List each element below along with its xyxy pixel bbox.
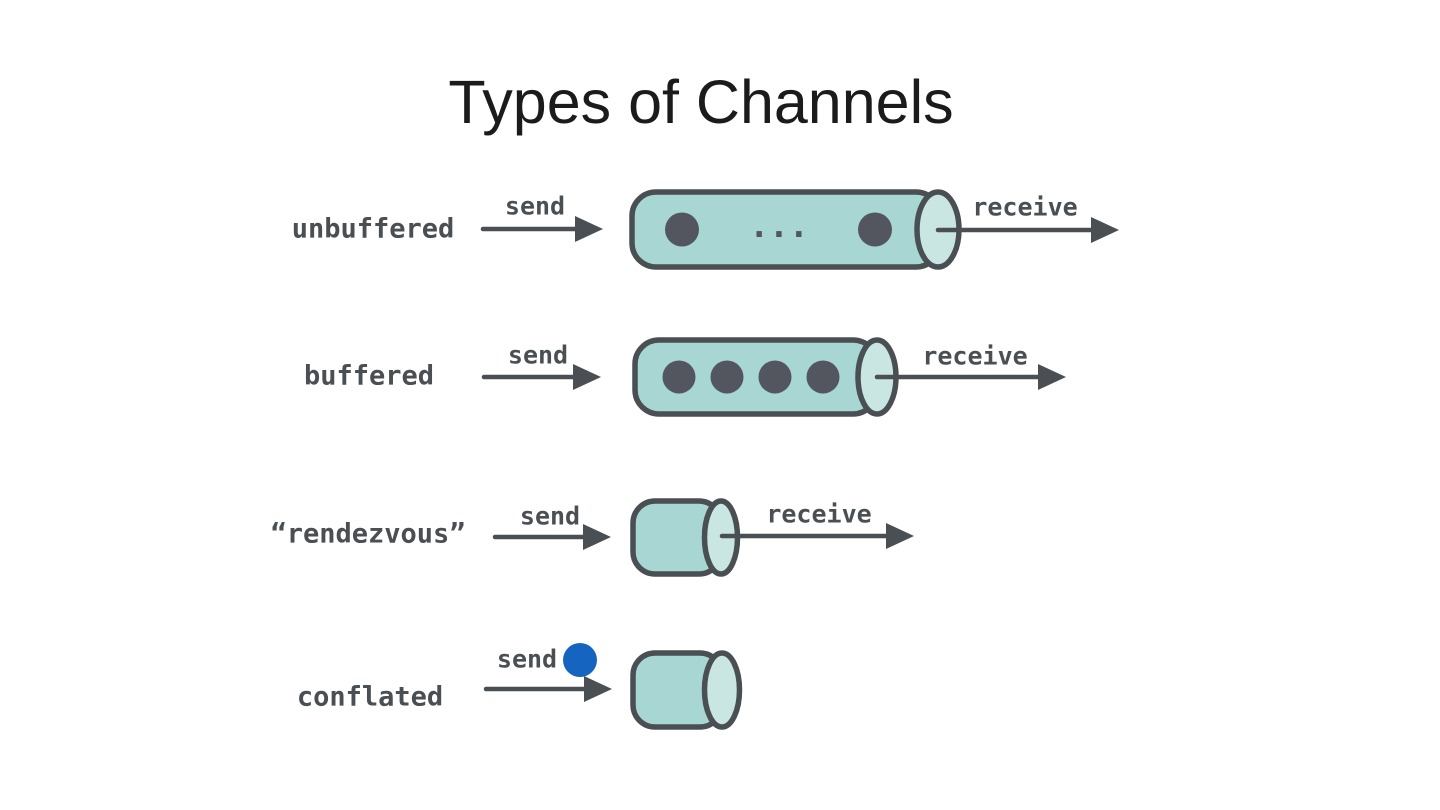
conflated-channel-group	[483, 643, 743, 730]
buffer-dot	[858, 212, 892, 247]
channel-cylinder-opening	[701, 650, 743, 730]
send-label: send	[507, 340, 569, 370]
rendezvous-channel-group	[492, 498, 914, 577]
receive-arrowhead-icon	[1091, 217, 1119, 243]
receive-label: receive	[972, 192, 1078, 222]
send-arrowhead-icon	[583, 524, 611, 550]
send-arrowhead-icon	[573, 364, 601, 390]
send-arrowhead-icon	[584, 676, 612, 702]
receive-label: receive	[922, 341, 1028, 371]
unbuffered-channel-group: ...	[480, 189, 1119, 270]
buffer-dot	[758, 360, 792, 394]
send-arrowhead-icon	[575, 216, 603, 242]
row-label-unbuffered: unbuffered	[291, 213, 455, 245]
row-label-buffered: buffered	[303, 360, 435, 392]
receive-label: receive	[766, 499, 872, 529]
send-label: send	[504, 191, 566, 221]
buffer-dot	[665, 212, 699, 247]
buffer-dot	[710, 360, 744, 394]
buffer-dot	[806, 360, 840, 394]
send-label: send	[496, 644, 558, 674]
buffer-dot	[662, 360, 696, 394]
row-label-rendezvous: “rendezvous”	[270, 518, 466, 550]
buffered-channel-group	[481, 337, 1066, 417]
buffer-ellipsis: ...	[749, 206, 809, 245]
receive-arrowhead-icon	[1038, 364, 1066, 390]
page-title: Types of Channels	[448, 68, 954, 136]
row-label-conflated: conflated	[296, 681, 444, 713]
receive-arrowhead-icon	[886, 523, 914, 549]
pending-value-dot	[563, 643, 597, 677]
send-label: send	[519, 501, 581, 531]
